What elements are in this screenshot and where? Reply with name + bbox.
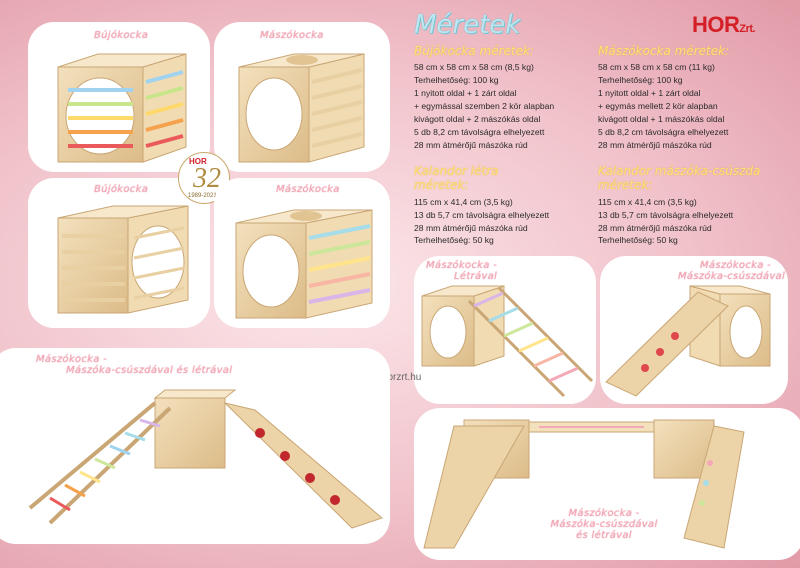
card-label-line3: és létrával	[576, 530, 632, 541]
card-label-line1: Mászókocka -	[36, 354, 108, 365]
product-card-bujokocka-1: Bújókocka	[28, 22, 210, 172]
page-title: Méretek	[414, 10, 521, 40]
spec-line: Terhelhetőség: 50 kg	[414, 235, 494, 246]
badge-number: 32	[193, 163, 221, 194]
card-label: Mászókocka - Mászóka-csúszdával és létrá…	[534, 508, 674, 541]
product-card-maszokocka-2: Mászókocka	[214, 178, 390, 328]
badge-brand: HOR	[189, 157, 207, 166]
bujokocka-image	[57, 205, 189, 314]
spec-line: 1 nyitott oldal + 1 zárt oldal	[414, 88, 517, 99]
product-card-csuszdaval-letraval: Mászókocka - Mászóka-csúszdával és létrá…	[0, 348, 390, 544]
spec-maszokocka: Mászókocka méretek: 58 cm x 58 cm x 58 c…	[598, 44, 788, 152]
card-label-line2: Létrával	[454, 271, 498, 282]
spec-line: 28 mm átmérőjű mászóka rúd	[598, 139, 712, 150]
spec-line: 1 nyitott oldal + 1 zárt oldal	[598, 88, 701, 99]
spec-line: Terhelhetőség: 50 kg	[598, 235, 678, 246]
card-label-line1: Mászókocka -	[426, 260, 498, 271]
card-label-line1: Mászókocka -	[700, 260, 772, 271]
spec-line: 58 cm x 58 cm x 58 cm (11 kg)	[598, 62, 715, 73]
card-label: Mászókocka - Létrával	[426, 260, 497, 282]
kombinacio-image	[423, 419, 745, 549]
product-card-kombinacio: Mászókocka - Mászóka-csúszdával és létrá…	[414, 408, 800, 560]
csuszdaval-image	[605, 285, 771, 397]
card-label: Mászókocka - Mászóka-csúszdával és létrá…	[36, 354, 232, 376]
card-label: Bújókocka	[94, 30, 149, 41]
card-label: Mászókocka - Mászóka-csúszdával	[678, 260, 785, 282]
spec-line: 13 db 5,7 cm távolságra elhelyezett	[598, 209, 734, 220]
spec-line: kivágott oldal + 1 mászókás oldal	[598, 113, 725, 124]
spec-line: 28 mm átmérőjű mászóka rúd	[598, 222, 712, 233]
logo-suffix: Zrt.	[739, 23, 756, 35]
card-label-line1: Mászókocka -	[568, 508, 640, 519]
product-card-csuszdaval: Mászókocka - Mászóka-csúszdával	[600, 256, 788, 404]
spec-line: + egymás mellett 2 kör alapban	[598, 101, 718, 112]
spec-line: Terhelhetőség: 100 kg	[414, 75, 499, 86]
maszokocka-image	[235, 209, 373, 319]
spec-line: 13 db 5,7 cm távolságra elhelyezett	[414, 209, 550, 220]
logo-main: HOR	[692, 12, 740, 37]
card-label: Mászókocka	[260, 30, 324, 41]
spec-line: 58 cm x 58 cm x 58 cm (8,5 kg)	[414, 62, 534, 73]
product-card-bujokocka-2: Bújókocka	[28, 178, 210, 328]
card-label-line2: Mászóka-csúszdával	[550, 519, 658, 530]
spec-line: 5 db 8,2 cm távolságra elhelyezett	[598, 126, 729, 137]
spec-heading-line2: méretek:	[598, 178, 653, 193]
spec-line: Terhelhetőség: 100 kg	[598, 75, 683, 86]
spec-heading-line1: Kalandor létra	[414, 164, 499, 178]
spec-line: 28 mm átmérőjű mászóka rúd	[414, 139, 528, 150]
product-card-letraval: Mászókocka - Létrával	[414, 256, 596, 404]
spec-line: 28 mm átmérőjű mászóka rúd	[414, 222, 528, 233]
card-label: Bújókocka	[94, 184, 149, 195]
card-label-line2: Mászóka-csúszdával és létrával	[66, 365, 233, 376]
spec-heading: Bújókocka méretek:	[414, 44, 534, 58]
maszokocka-image	[238, 53, 365, 163]
spec-line: 115 cm x 41,4 cm (3,5 kg)	[414, 196, 513, 207]
spec-heading-line1: Kalandor mászóka-csúszda	[598, 164, 761, 178]
spec-heading-line2: méretek:	[414, 178, 469, 193]
anniversary-badge: HOR 32 1989-2021	[178, 152, 230, 204]
spec-line: 5 db 8,2 cm távolságra elhelyezett	[414, 126, 545, 137]
spec-line: 115 cm x 41,4 cm (3,5 kg)	[598, 196, 697, 207]
spec-line: kivágott oldal + 2 mászókás oldal	[414, 113, 541, 124]
card-label: Mászókocka	[276, 184, 340, 195]
spec-heading: Mászókocka méretek:	[598, 44, 730, 58]
brand-logo: HORZrt.	[692, 12, 756, 38]
product-card-maszokocka-1: Mászókocka	[214, 22, 390, 172]
card-label-line2: Mászóka-csúszdával	[678, 271, 786, 282]
bujokocka-image	[57, 53, 187, 163]
spec-line: + egymással szemben 2 kör alapban	[414, 101, 555, 112]
spec-bujokocka: Bújókocka méretek: 58 cm x 58 cm x 58 cm…	[414, 44, 604, 152]
badge-years: 1989-2021	[188, 193, 217, 199]
letraval-image	[421, 285, 594, 398]
csuszdaval-letraval-image	[28, 389, 383, 529]
